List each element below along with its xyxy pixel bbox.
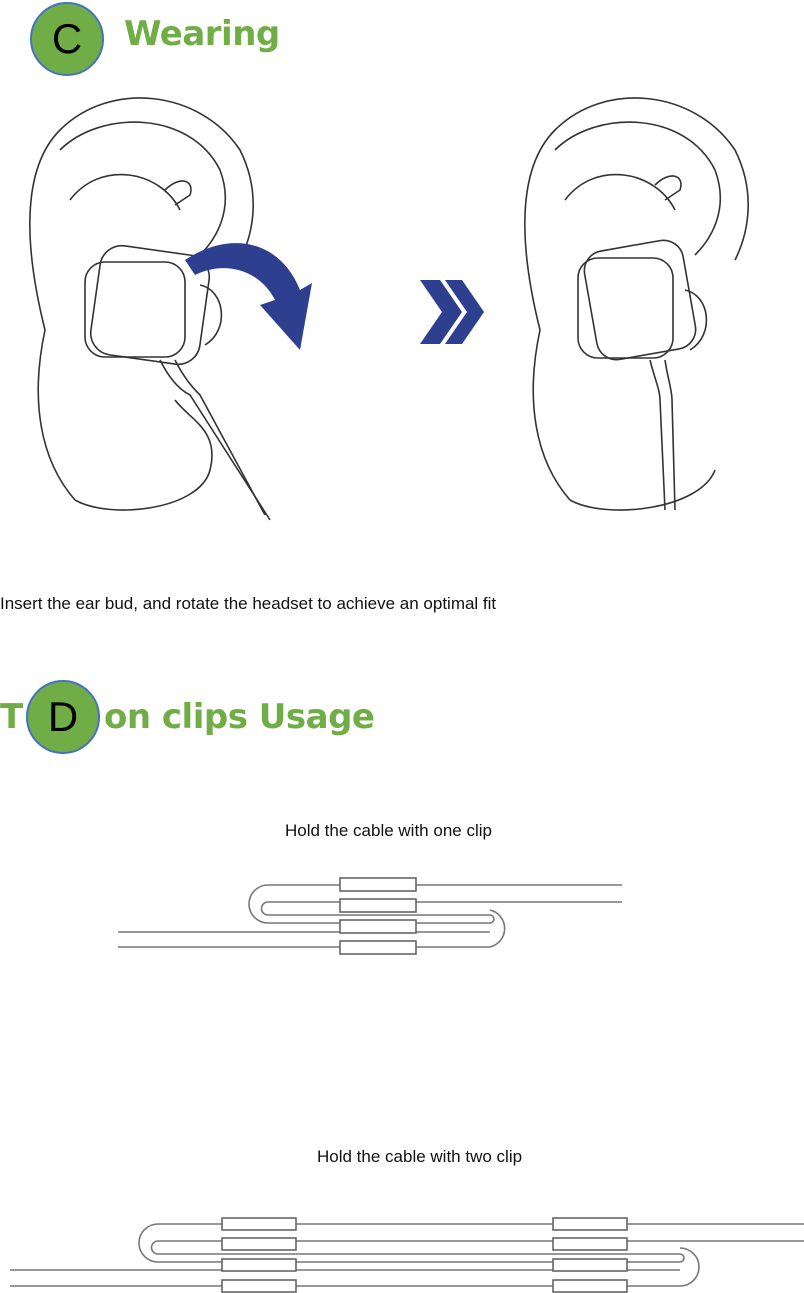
section-c-title: Wearing <box>124 14 280 54</box>
clip <box>339 940 417 955</box>
section-c-badge: C <box>30 2 104 76</box>
clip <box>221 1258 297 1272</box>
clip <box>339 877 417 892</box>
section-d-title-prefix: T <box>0 697 23 737</box>
one-clip-diagram <box>118 877 622 955</box>
clip <box>552 1258 628 1272</box>
clip <box>339 919 417 934</box>
section-d-badge: D <box>26 680 100 754</box>
clip <box>552 1237 628 1251</box>
double-chevron-icon <box>420 280 484 344</box>
clip <box>552 1217 628 1231</box>
clip <box>221 1237 297 1251</box>
one-clip-caption: Hold the cable with one clip <box>285 821 492 840</box>
wearing-illustration <box>29 97 749 521</box>
two-clip-caption: Hold the cable with two clip <box>317 1147 523 1166</box>
wearing-caption: Insert the ear bud, and rotate the heads… <box>0 594 497 613</box>
clip <box>552 1279 628 1293</box>
section-d-title: on clips Usage <box>104 697 375 737</box>
two-clip-diagram <box>10 1217 804 1293</box>
clip <box>221 1217 297 1231</box>
clip <box>339 898 417 913</box>
rotate-arrow-icon <box>185 243 312 350</box>
clip <box>221 1279 297 1293</box>
